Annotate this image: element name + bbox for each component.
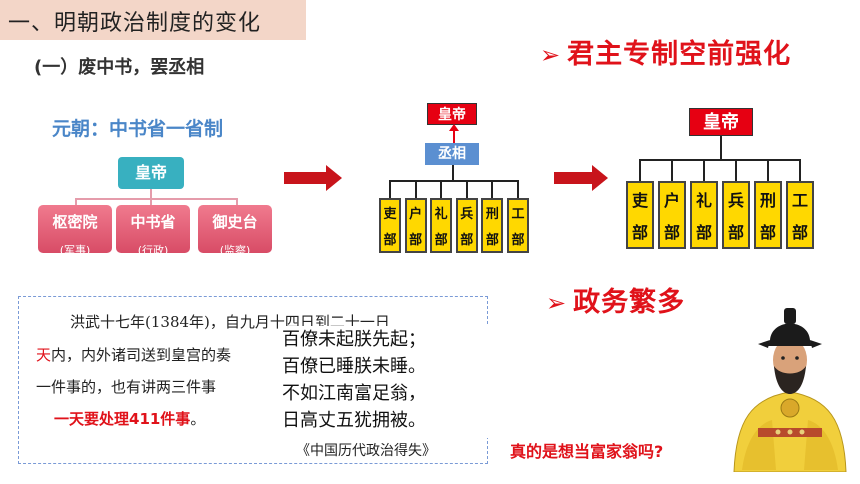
ministry-char: 部 [663, 223, 680, 242]
ministry-char: 兵 [727, 191, 744, 210]
question-text: 真的是想当富家翁吗? [510, 442, 664, 461]
ministry-box: 兵部 [455, 198, 478, 253]
ministry-char: 部 [727, 223, 744, 242]
connector-line [639, 159, 801, 161]
connector-line [389, 180, 391, 200]
connector-line [150, 189, 152, 199]
ministry-box: 吏部 [379, 198, 401, 253]
branch-name: 中书省 [130, 213, 176, 231]
ministry-char: 兵 [460, 207, 474, 223]
ministry-char: 礼 [695, 191, 712, 210]
ministry-char: 礼 [434, 207, 448, 223]
arrow-bullet-icon: ➢ [540, 41, 562, 69]
connector-line [452, 165, 454, 180]
quote-line-4-end: 。 [190, 410, 206, 428]
ministry-char: 部 [460, 232, 474, 248]
yuan-branch-box: 中书省 (行政) [116, 205, 190, 257]
ministry-box: 礼部 [690, 181, 718, 249]
quote-line-4: 一天要处理411件事。 [54, 408, 205, 429]
ministry-char: 刑 [759, 191, 776, 210]
ministry-char: 户 [409, 207, 423, 223]
quote-highlight: 一天要处理411件事 [54, 410, 191, 428]
ministry-char: 户 [663, 191, 680, 210]
connector-line [453, 130, 455, 144]
branch-note: (行政) [137, 244, 169, 257]
ming-later-emperor-box: 皇帝 [689, 108, 753, 136]
ministry-box: 兵部 [722, 181, 750, 249]
connector-line [440, 180, 443, 200]
ministry-char: 部 [434, 232, 448, 248]
ministry-box: 刑部 [481, 198, 504, 253]
ming-early-chancellor-box: 丞相 [425, 143, 479, 165]
connector-line [75, 198, 238, 200]
poem-line: 百僚未起朕先起； [282, 329, 426, 350]
ministry-char: 部 [631, 223, 648, 242]
yuan-emperor-box: 皇帝 [118, 157, 184, 189]
quote-source: 《中国历代政治得失》 [296, 440, 436, 460]
poem: 百僚未起朕先起； 百僚已睡朕未睡。 不如江南富足翁， 日高丈五犹拥被。 [282, 326, 490, 438]
connector-line [389, 180, 519, 182]
connector-line [735, 159, 737, 183]
ministry-char: 部 [791, 223, 808, 242]
poem-line: 百僚已睡朕未睡。 [282, 356, 426, 377]
quote-line-2: 天内，内外诸司送到皇宫的奏 [36, 344, 231, 365]
ministry-char: 部 [759, 223, 776, 242]
yuan-branch-box: 枢密院 (军事) [38, 205, 112, 257]
ministry-char: 工 [511, 207, 525, 223]
arrow-bullet-icon: ➢ [546, 289, 568, 317]
up-arrow-icon [449, 124, 459, 131]
connector-line [799, 159, 801, 183]
ministry-box: 吏部 [626, 181, 654, 249]
ministry-char: 工 [791, 191, 808, 210]
yuan-branch-box: 御史台 (监察) [198, 205, 272, 257]
ministry-char: 部 [409, 232, 423, 248]
connector-line [414, 180, 417, 200]
connector-line [703, 159, 705, 183]
point-2-text: 政务繁多 [573, 287, 686, 318]
point-1-text: 君主专制空前强化 [567, 39, 792, 70]
ministry-box: 户部 [658, 181, 686, 249]
quote-highlight: 天 [36, 346, 52, 364]
branch-name: 枢密院 [52, 213, 98, 231]
ministry-box: 刑部 [754, 181, 782, 249]
connector-line [671, 159, 673, 183]
ministry-char: 部 [695, 223, 712, 242]
poem-line: 不如江南富足翁， [282, 383, 426, 404]
connector-line [465, 180, 468, 200]
connector-line [75, 198, 77, 206]
point-2: ➢政务繁多 [546, 280, 685, 319]
title-bar: 一、明朝政治制度的变化 [0, 0, 306, 40]
ministry-box: 工部 [507, 198, 529, 253]
point-1: ➢君主专制空前强化 [540, 32, 791, 71]
emperor-portrait [733, 308, 847, 472]
quote-line-2-rest: 内，内外诸司送到皇宫的奏 [51, 346, 232, 364]
connector-line [720, 136, 722, 160]
page-title: 一、明朝政治制度的变化 [8, 11, 262, 36]
connector-line [236, 198, 238, 206]
branch-note: (军事) [59, 244, 91, 257]
section-subtitle: (一）废中书，罢丞相 [34, 57, 205, 78]
right-arrow-icon [554, 165, 608, 191]
connector-line [639, 159, 641, 183]
connector-line [491, 180, 494, 200]
ministry-box: 户部 [404, 198, 427, 253]
branch-name: 御史台 [212, 213, 258, 231]
right-arrow-icon [284, 165, 342, 191]
ming-early-emperor-box: 皇帝 [427, 103, 477, 125]
ministry-box: 工部 [786, 181, 814, 249]
branch-note: (监察) [219, 244, 251, 257]
ministry-char: 吏 [383, 207, 397, 223]
quote-line-3: 一件事的，也有讲两三件事 [36, 378, 217, 396]
ministry-box: 礼部 [430, 198, 453, 253]
ministry-char: 刑 [485, 207, 499, 223]
ministry-char: 吏 [631, 191, 648, 210]
connector-line [150, 198, 152, 206]
connector-line [517, 180, 519, 200]
poem-line: 日高丈五犹拥被。 [282, 410, 426, 431]
yuan-label: 元朝：中书省一省制 [52, 118, 224, 140]
ministry-char: 部 [485, 232, 499, 248]
ministry-char: 部 [511, 232, 525, 248]
connector-line [767, 159, 769, 183]
ministry-char: 部 [383, 232, 397, 248]
